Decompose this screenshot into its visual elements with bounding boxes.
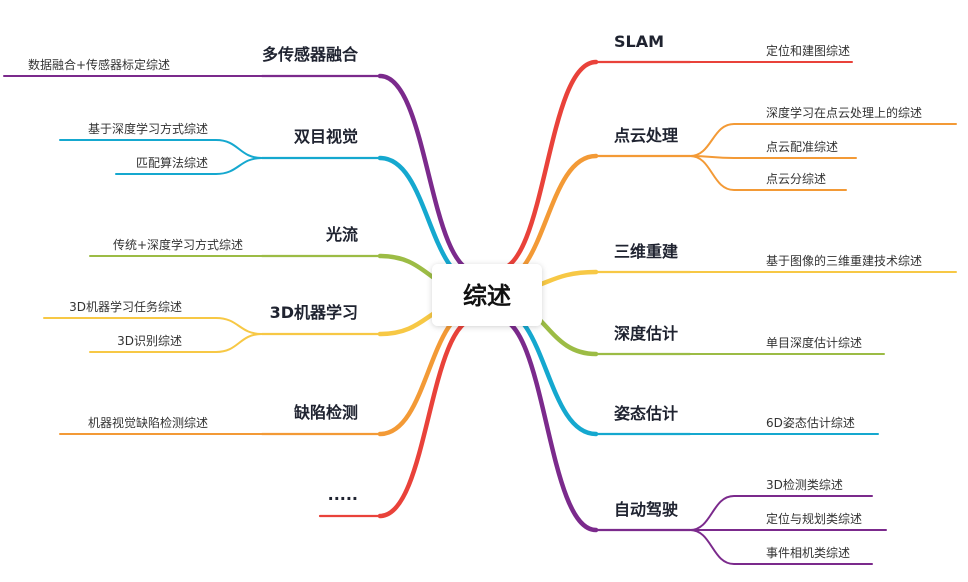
leaf-label-right[interactable]: 深度学习在点云处理上的综述 <box>766 105 922 120</box>
leaf-label-left[interactable]: 机器视觉缺陷检测综述 <box>88 415 208 430</box>
branch-label-left[interactable]: 多传感器融合 <box>262 45 359 64</box>
branch-label-right[interactable]: 点云处理 <box>614 126 678 145</box>
leaf-connector-left <box>43 317 263 335</box>
leaf-label-right[interactable]: 6D姿态估计综述 <box>766 416 855 430</box>
leaf-connector-right <box>689 155 847 191</box>
leaf-connector-right <box>689 529 873 565</box>
leaf-label-left[interactable]: 匹配算法综述 <box>136 155 208 170</box>
leaf-label-right[interactable]: 3D检测类综述 <box>766 477 843 492</box>
branch-label-left[interactable]: 双目视觉 <box>294 127 358 146</box>
branch-label-left[interactable]: ..... <box>328 485 358 504</box>
leaf-connector-right <box>689 155 857 159</box>
leaf-connector-right <box>689 123 957 157</box>
leaf-label-left[interactable]: 传统+深度学习方式综述 <box>113 237 243 252</box>
branch-label-left[interactable]: 缺陷检测 <box>294 403 358 422</box>
center-node[interactable]: 综述 <box>432 264 542 326</box>
leaf-label-right[interactable]: 基于图像的三维重建技术综述 <box>766 253 922 268</box>
leaf-label-right[interactable]: 点云配准综述 <box>766 140 838 154</box>
center-node-label: 综述 <box>463 282 511 310</box>
leaf-label-left[interactable]: 3D机器学习任务综述 <box>69 299 182 314</box>
branch-label-right[interactable]: 姿态估计 <box>614 404 678 423</box>
leaf-label-right[interactable]: 定位与规划类综述 <box>766 511 862 526</box>
branch-connector-right <box>494 315 599 533</box>
leaf-label-left[interactable]: 基于深度学习方式综述 <box>88 121 208 136</box>
branch-label-left[interactable]: 3D机器学习 <box>270 303 358 322</box>
branch-label-right[interactable]: 三维重建 <box>614 242 678 261</box>
branch-connector-left <box>377 315 480 519</box>
leaf-connector-left <box>89 333 263 353</box>
branch-label-right[interactable]: 深度估计 <box>614 324 678 343</box>
leaf-label-right[interactable]: 定位和建图综述 <box>766 43 850 58</box>
leaf-connector-left <box>115 157 263 175</box>
leaf-label-left[interactable]: 数据融合+传感器标定综述 <box>28 57 170 72</box>
center-node-box <box>432 264 542 326</box>
branch-connector-right <box>494 59 599 273</box>
leaf-connector-right <box>689 495 873 531</box>
branch-label-right[interactable]: 自动驾驶 <box>614 500 678 519</box>
leaf-label-right[interactable]: 点云分综述 <box>766 172 826 186</box>
leaf-label-right[interactable]: 单目深度估计综述 <box>766 335 862 350</box>
leaf-connector-left <box>59 139 263 159</box>
branch-label-right[interactable]: SLAM <box>614 32 664 51</box>
branch-connector-left <box>377 73 480 275</box>
leaf-label-right[interactable]: 事件相机类综述 <box>766 546 850 560</box>
branch-label-left[interactable]: 光流 <box>325 225 358 244</box>
leaf-label-left[interactable]: 3D识别综述 <box>117 334 182 348</box>
